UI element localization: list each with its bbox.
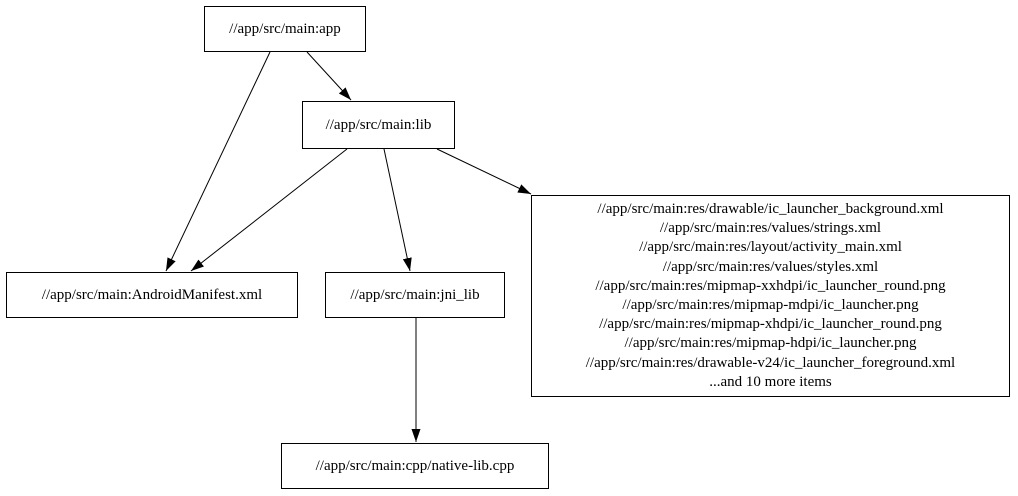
resource-item: //app/src/main:res/layout/activity_main.… [639,239,902,256]
resource-item: //app/src/main:res/mipmap-mdpi/ic_launch… [622,297,919,313]
edge-lib-to-android-manifest [190,148,348,272]
node-native-lib-cpp: //app/src/main:cpp/native-lib.cpp [281,443,549,489]
node-resources-group: //app/src/main:res/drawable/ic_launcher_… [531,195,1010,397]
node-native-lib-cpp-label: //app/src/main:cpp/native-lib.cpp [315,458,515,474]
resource-item: //app/src/main:res/mipmap-xxhdpi/ic_laun… [595,277,946,294]
edge-app-to-lib [306,51,352,101]
node-jni-lib: //app/src/main:jni_lib [325,272,505,318]
node-lib: //app/src/main:lib [302,101,455,149]
edge-lib-to-jni-lib [383,148,412,272]
node-lib-label: //app/src/main:lib [325,117,432,133]
node-jni-lib-label: //app/src/main:jni_lib [350,287,480,303]
resource-item: //app/src/main:res/drawable-v24/ic_launc… [585,354,956,371]
node-app: //app/src/main:app [204,6,366,52]
node-android-manifest: //app/src/main:AndroidManifest.xml [6,272,298,318]
resource-item: //app/src/main:res/drawable/ic_launcher_… [597,200,944,217]
resource-item: //app/src/main:res/values/strings.xml [659,220,882,237]
resource-more-items: ...and 10 more items [709,373,832,390]
resource-item: //app/src/main:res/values/styles.xml [662,258,879,275]
resource-item: //app/src/main:res/mipmap-xhdpi/ic_launc… [599,316,942,333]
resource-item: //app/src/main:res/mipmap-hdpi/ic_launch… [624,335,917,352]
edge-app-to-android-manifest [165,51,271,272]
node-app-label: //app/src/main:app [229,21,341,37]
edge-lib-to-resources [436,148,532,195]
node-android-manifest-label: //app/src/main:AndroidManifest.xml [41,287,263,303]
